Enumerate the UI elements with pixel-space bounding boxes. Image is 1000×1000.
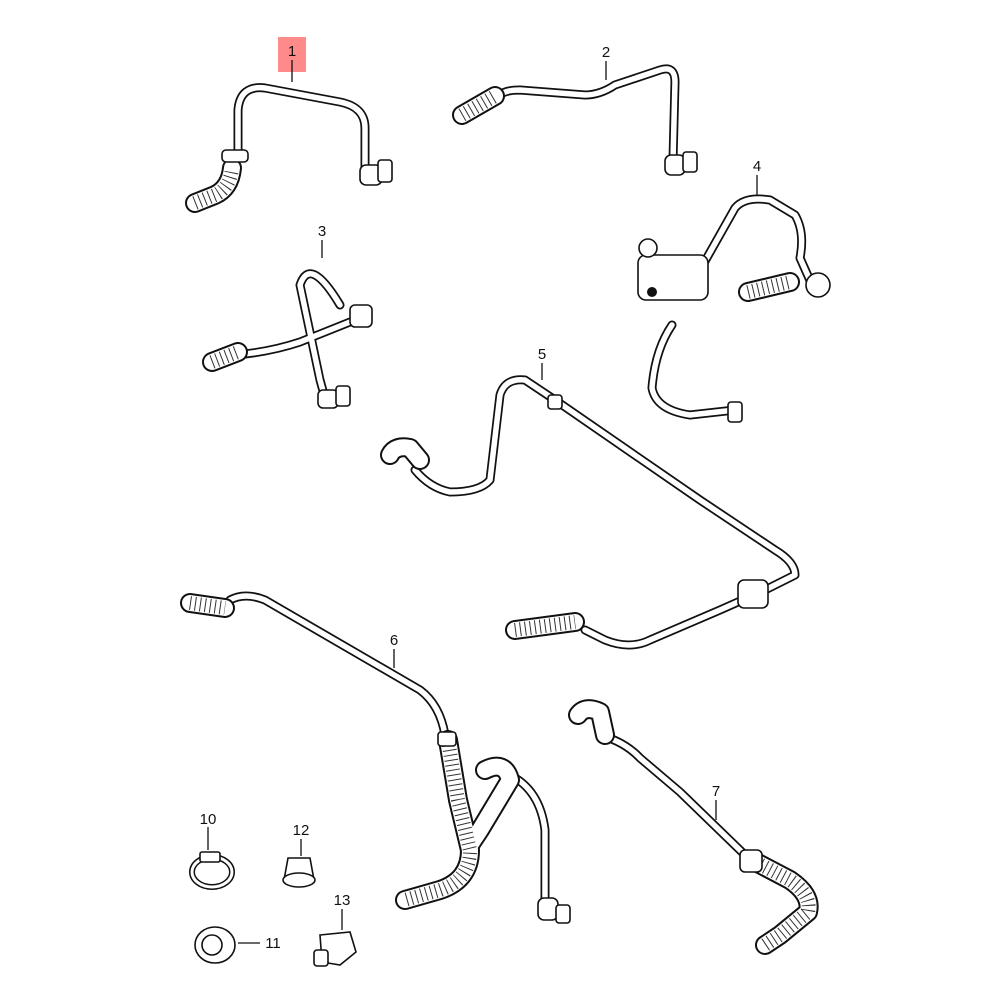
label-7[interactable]: 7	[712, 783, 720, 800]
part-2-hose[interactable]	[452, 64, 698, 176]
part-7-hose[interactable]	[568, 699, 819, 955]
part-3-hose[interactable]	[202, 269, 373, 409]
label-4[interactable]: 4	[753, 158, 761, 175]
part-4-hose[interactable]	[637, 194, 831, 423]
label-12[interactable]: 12	[293, 822, 310, 839]
label-2[interactable]: 2	[602, 44, 610, 61]
leader-lines	[207, 60, 758, 944]
label-3[interactable]: 3	[318, 223, 326, 240]
label-10[interactable]: 10	[200, 811, 217, 828]
part-13-clip[interactable]	[313, 931, 357, 967]
part-5-hose[interactable]	[380, 375, 800, 650]
part-1-hose[interactable]	[185, 83, 393, 213]
label-5[interactable]: 5	[538, 346, 546, 363]
part-11-grommet[interactable]	[194, 926, 236, 964]
label-6[interactable]: 6	[390, 632, 398, 649]
label-1[interactable]: 1	[288, 43, 296, 60]
label-11[interactable]: 11	[265, 935, 281, 952]
label-13[interactable]: 13	[334, 892, 351, 909]
part-12-sleeve[interactable]	[282, 857, 316, 888]
part-10-clamp[interactable]	[189, 851, 235, 890]
part-6-hose[interactable]	[180, 591, 571, 924]
